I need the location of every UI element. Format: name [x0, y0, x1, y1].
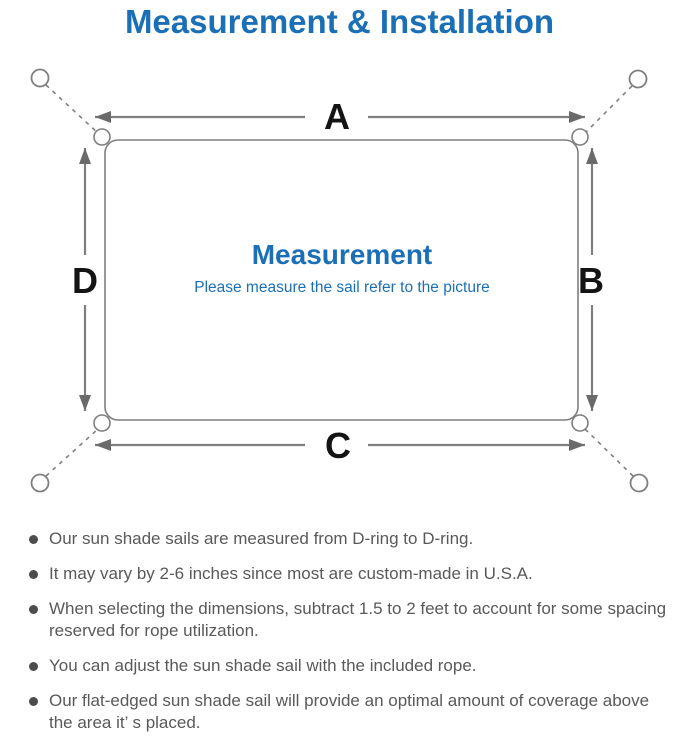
- rope-dash-top-left: [45, 84, 100, 135]
- anchor-ring-top-left: [30, 68, 50, 88]
- anchor-ring-bottom-left: [30, 473, 50, 493]
- diagram-center-subtext: Please measure the sail refer to the pic…: [194, 279, 490, 296]
- page-title: Measurement & Installation: [124, 3, 555, 40]
- rope-dash-top-right: [583, 85, 633, 135]
- bullet-icon: [29, 697, 38, 706]
- d-ring-bottom-right: [571, 414, 589, 432]
- note-text: When selecting the dimensions, subtract …: [49, 599, 667, 640]
- bullet-icon: [29, 570, 38, 579]
- list-item: Our sun shade sails are measured from D-…: [27, 528, 667, 550]
- list-item: When selecting the dimensions, subtract …: [27, 598, 667, 642]
- note-text: Our sun shade sails are measured from D-…: [49, 529, 474, 548]
- dimension-label-c: C: [325, 425, 351, 466]
- d-ring-top-left: [93, 128, 111, 146]
- measurement-diagram: A C D B Measurement Please measure the s…: [30, 68, 649, 493]
- list-item: It may vary by 2-6 inches since most are…: [27, 563, 667, 585]
- bullet-icon: [29, 535, 38, 544]
- note-text: Our flat-edged sun shade sail will provi…: [49, 691, 650, 732]
- note-text: It may vary by 2-6 inches since most are…: [49, 564, 533, 583]
- sail-outline: [104, 139, 579, 421]
- diagram-center-heading: Measurement: [252, 239, 433, 270]
- list-item: You can adjust the sun shade sail with t…: [27, 655, 667, 677]
- bullet-icon: [29, 605, 38, 614]
- dimension-label-a: A: [324, 96, 350, 137]
- anchor-ring-top-right: [628, 69, 648, 89]
- rope-dash-bottom-left: [45, 428, 99, 477]
- notes-list: Our sun shade sails are measured from D-…: [27, 528, 667, 747]
- note-text: You can adjust the sun shade sail with t…: [49, 656, 477, 675]
- d-ring-top-right: [571, 128, 589, 146]
- rope-dash-bottom-right: [584, 428, 634, 477]
- list-item: Our flat-edged sun shade sail will provi…: [27, 690, 667, 734]
- bullet-icon: [29, 662, 38, 671]
- dimension-label-b: B: [578, 260, 604, 301]
- dimension-label-d: D: [72, 260, 98, 301]
- d-ring-bottom-left: [93, 414, 111, 432]
- anchor-ring-bottom-right: [629, 473, 649, 493]
